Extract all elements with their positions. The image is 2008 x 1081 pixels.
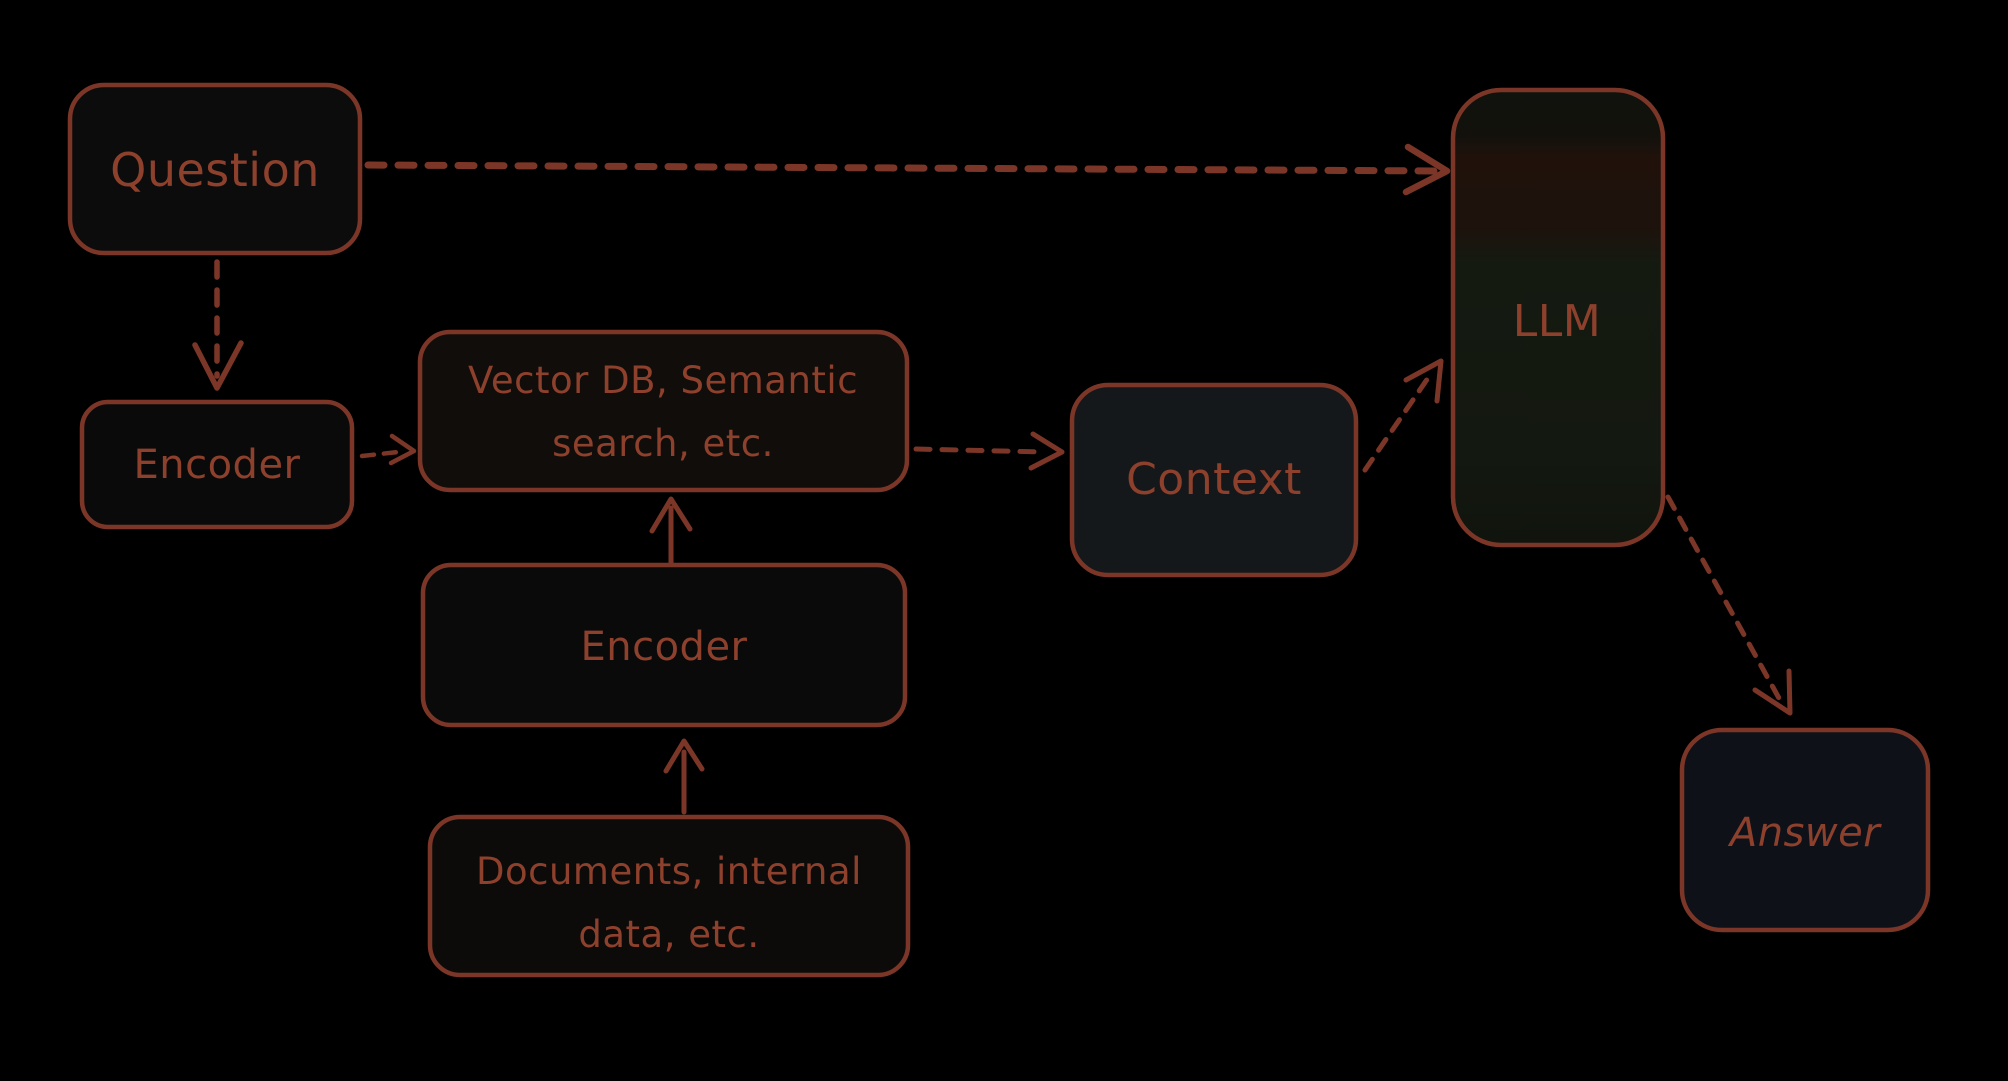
doc-encoder-label: Encoder	[580, 624, 747, 670]
query-encoder-label: Encoder	[133, 442, 300, 488]
question-label: Question	[110, 143, 320, 197]
node-vector-db: Vector DB, Semantic search, etc.	[417, 329, 910, 493]
context-label: Context	[1126, 454, 1302, 505]
node-query-encoder: Encoder	[79, 399, 355, 530]
edge-question-encoder	[192, 259, 244, 391]
node-answer: Answer	[1679, 727, 1931, 933]
vector-db-label-line2: search, etc.	[552, 422, 774, 465]
node-doc-encoder: Encoder	[420, 562, 908, 728]
answer-label: Answer	[1727, 810, 1882, 856]
vector-db-label-line1: Vector DB, Semantic	[468, 359, 858, 402]
edge-encoder-vectordb	[359, 433, 417, 466]
documents-label-line2: data, etc.	[578, 913, 759, 956]
llm-label: LLM	[1513, 296, 1602, 347]
node-context: Context	[1069, 382, 1359, 578]
edge-docencoder-vectordb	[649, 496, 693, 570]
documents-label-line1: Documents, internal	[476, 850, 862, 893]
edge-vectordb-context	[913, 431, 1065, 471]
node-question: Question	[67, 82, 363, 256]
edge-documents-docencoder	[663, 738, 705, 815]
edge-question-llm	[364, 143, 1451, 196]
node-llm: LLM	[1450, 87, 1666, 548]
edge-context-llm	[1362, 358, 1444, 473]
node-documents: Documents, internal data, etc.	[427, 814, 911, 978]
edge-llm-answer	[1665, 494, 1793, 716]
